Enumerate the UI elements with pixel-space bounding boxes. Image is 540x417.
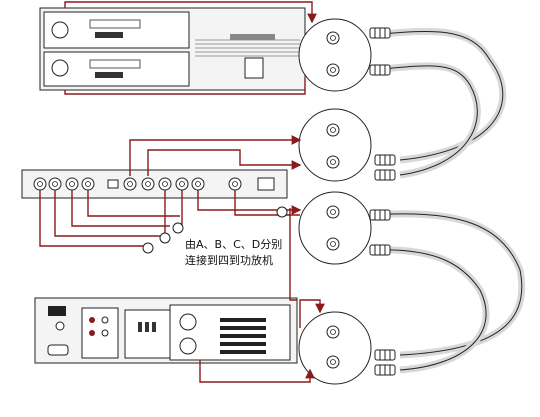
xlr-plugs bbox=[369, 27, 396, 376]
caption-line-1: 由A、B、C、D分别 bbox=[185, 238, 283, 251]
connector-panel-3 bbox=[298, 191, 372, 265]
signal-wires bbox=[39, 1, 325, 383]
connector-panel-1 bbox=[298, 18, 372, 92]
top-amplifier bbox=[39, 7, 306, 91]
caption-line-2: 连接到四到功放机 bbox=[185, 254, 273, 267]
speaker-cables bbox=[369, 27, 526, 374]
bottom-amplifier bbox=[34, 297, 298, 364]
connector-panel-4 bbox=[298, 311, 372, 385]
marker-points bbox=[142, 206, 288, 254]
middle-processor bbox=[21, 169, 288, 199]
connector-panel-2 bbox=[298, 108, 372, 182]
